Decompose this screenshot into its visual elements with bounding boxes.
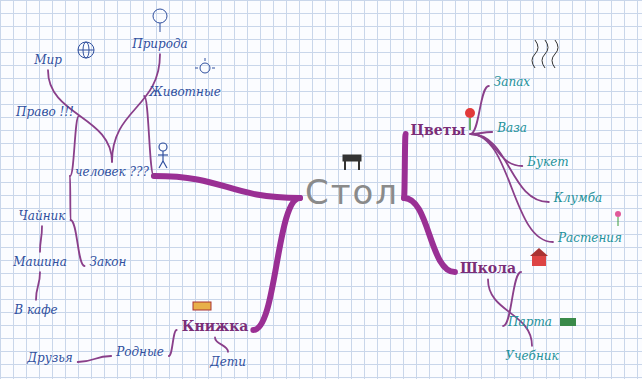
subtopic: Клумба xyxy=(551,190,605,206)
branch-topic: Книжка xyxy=(179,317,252,336)
subtopic: Парта xyxy=(505,314,555,330)
topic-text: Мир xyxy=(34,53,62,67)
topic-text: человек ??? xyxy=(75,165,149,179)
branch-line xyxy=(112,54,160,162)
subtopic: В кафе xyxy=(11,302,60,318)
topic-text: Запах xyxy=(494,75,530,89)
branch-line xyxy=(36,272,40,300)
book-icon xyxy=(193,302,211,310)
subtopic: Закон xyxy=(87,254,130,270)
tree-icon xyxy=(153,9,167,32)
branch-line xyxy=(70,220,84,266)
subtopic: Друзья xyxy=(24,350,75,366)
branch-line xyxy=(215,337,228,351)
subtopic: Родные xyxy=(113,344,167,360)
topic-text: Закон xyxy=(90,255,127,269)
subtopic: Запах xyxy=(491,74,533,90)
central-topic: Стол xyxy=(302,171,402,214)
subtopic: человек ??? xyxy=(72,164,152,180)
topic-text: Ваза xyxy=(497,121,527,135)
branch-line xyxy=(470,134,522,166)
branch-line xyxy=(78,356,111,362)
branch-line xyxy=(253,198,300,330)
topic-text: Клумба xyxy=(554,191,602,205)
school-icon xyxy=(530,248,548,266)
topic-text: Друзья xyxy=(27,351,72,365)
topic-text: В кафе xyxy=(14,303,57,317)
branch-line xyxy=(69,176,71,220)
branch-topic: Школа xyxy=(457,259,519,278)
plant-icon xyxy=(615,211,621,226)
desk-icon xyxy=(560,318,576,326)
branch-line xyxy=(144,96,154,176)
subtopic: Растения xyxy=(555,230,625,246)
animal-icon xyxy=(195,58,215,73)
topic-text: Стол xyxy=(305,172,399,212)
topic-text: Книжка xyxy=(182,318,249,334)
subtopic: Учебник xyxy=(502,348,561,364)
flower-icon xyxy=(465,108,475,130)
smell-icon xyxy=(532,40,558,68)
topic-text: Природа xyxy=(132,37,188,51)
subtopic: Ваза xyxy=(494,120,530,136)
person-icon xyxy=(158,143,168,168)
branch-line xyxy=(488,279,532,345)
branch-line xyxy=(404,134,406,198)
branch-line xyxy=(40,226,42,252)
topic-text: Животные xyxy=(149,85,221,99)
topic-text: Родные xyxy=(116,345,164,359)
topic-text: Машина xyxy=(13,255,67,269)
topic-text: Право !!! xyxy=(16,105,74,119)
subtopic: Дети xyxy=(207,354,249,370)
branch-line xyxy=(470,86,488,134)
subtopic: Право !!! xyxy=(13,104,77,120)
topic-text: Школа xyxy=(460,260,516,276)
subtopic: Чайник xyxy=(16,208,69,224)
topic-text: Дети xyxy=(210,355,246,369)
topic-text: Чайник xyxy=(19,209,66,223)
topic-text: Растения xyxy=(558,231,622,245)
globe-icon xyxy=(78,42,94,58)
branch-line xyxy=(169,330,177,356)
branch-line xyxy=(404,198,455,272)
topic-text: Букет xyxy=(527,155,568,169)
subtopic: Животные xyxy=(146,84,224,100)
branch-line xyxy=(470,134,553,242)
table-icon xyxy=(343,155,361,170)
subtopic: Машина xyxy=(10,254,70,270)
subtopic: Букет xyxy=(524,154,571,170)
subtopic: Природа xyxy=(129,36,191,52)
branch-line xyxy=(154,176,300,198)
topic-text: Цветы xyxy=(411,122,466,138)
subtopic: Мир xyxy=(31,52,65,68)
branch-topic: Цветы xyxy=(408,121,469,140)
topic-text: Парта xyxy=(508,315,552,329)
topic-text: Учебник xyxy=(505,349,558,363)
